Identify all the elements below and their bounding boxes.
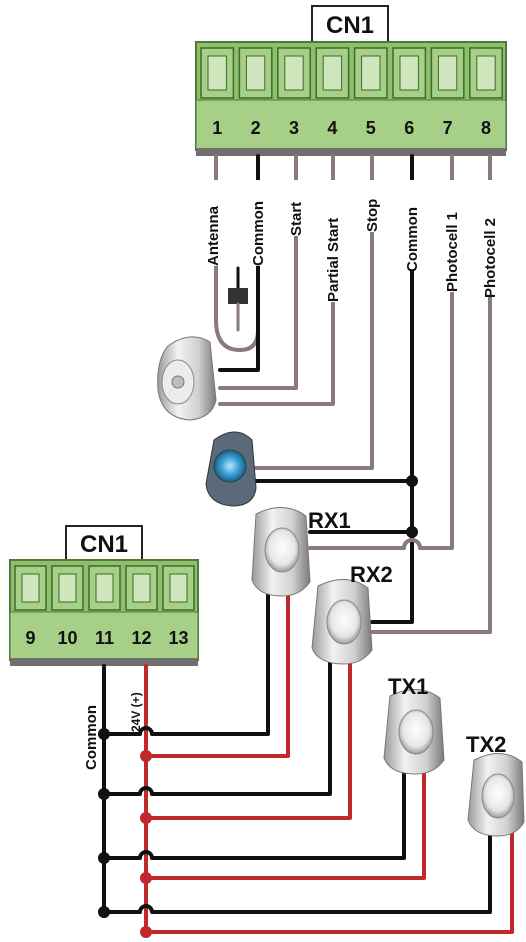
common-wire-6: [370, 154, 414, 624]
terminal-number: 1: [212, 118, 222, 138]
terminal-slot: [51, 565, 84, 611]
label-photocell-1: Photocell 1: [444, 212, 461, 292]
terminal-number: 3: [289, 118, 299, 138]
terminal-number: 4: [327, 118, 337, 138]
terminal-number: 2: [251, 118, 261, 138]
tx1-label: TX1: [388, 674, 428, 699]
stop-button-device: [205, 431, 257, 507]
rx2-photocell: [311, 579, 373, 665]
tx2-photocell: [467, 753, 525, 837]
terminal-number: 6: [404, 118, 414, 138]
rx2-label: RX2: [350, 562, 393, 587]
cn1-bottom-title-box: [65, 525, 143, 561]
terminal-number: 13: [168, 628, 188, 648]
wire-labels: Antenna Common Start Partial Start Stop …: [83, 180, 500, 770]
label-photocell-2: Photocell 2: [482, 218, 499, 298]
cn1-bottom-title: CN1: [80, 531, 128, 558]
label-partial-start: Partial Start: [325, 218, 342, 302]
terminal-number: 5: [366, 118, 376, 138]
terminal-block-bottom: CN1 9 10 11 12 13: [9, 525, 199, 666]
label-common-6: Common: [404, 207, 421, 272]
label-common-11: Common: [83, 705, 100, 770]
photocell-1-wire: [308, 154, 454, 550]
stop-wire: [248, 154, 374, 470]
tx2-label: TX2: [466, 732, 506, 757]
rx1-photocell: [251, 507, 311, 597]
terminal-number: 12: [131, 628, 151, 648]
terminal-number: 9: [25, 628, 35, 648]
terminal-number: 11: [95, 628, 114, 648]
terminal-number: 8: [481, 118, 491, 138]
terminal-slot: [14, 565, 47, 611]
label-stop: Stop: [364, 199, 381, 232]
tx1-photocell: [383, 689, 445, 775]
label-antenna: Antenna: [205, 205, 222, 266]
cn1-top-title: CN1: [326, 12, 374, 39]
terminal-number: 7: [443, 118, 453, 138]
label-start: Start: [288, 202, 305, 236]
label-common-2: Common: [250, 201, 267, 266]
photocell-2-wire: [370, 154, 492, 634]
rx1-label: RX1: [308, 508, 351, 533]
key-selector-device: [157, 336, 217, 421]
label-24v: 24V (+): [129, 692, 143, 732]
terminal-number: 10: [57, 628, 77, 648]
terminal-block-top: CN1 1 2 3 4 5 6 7 8: [195, 5, 507, 156]
